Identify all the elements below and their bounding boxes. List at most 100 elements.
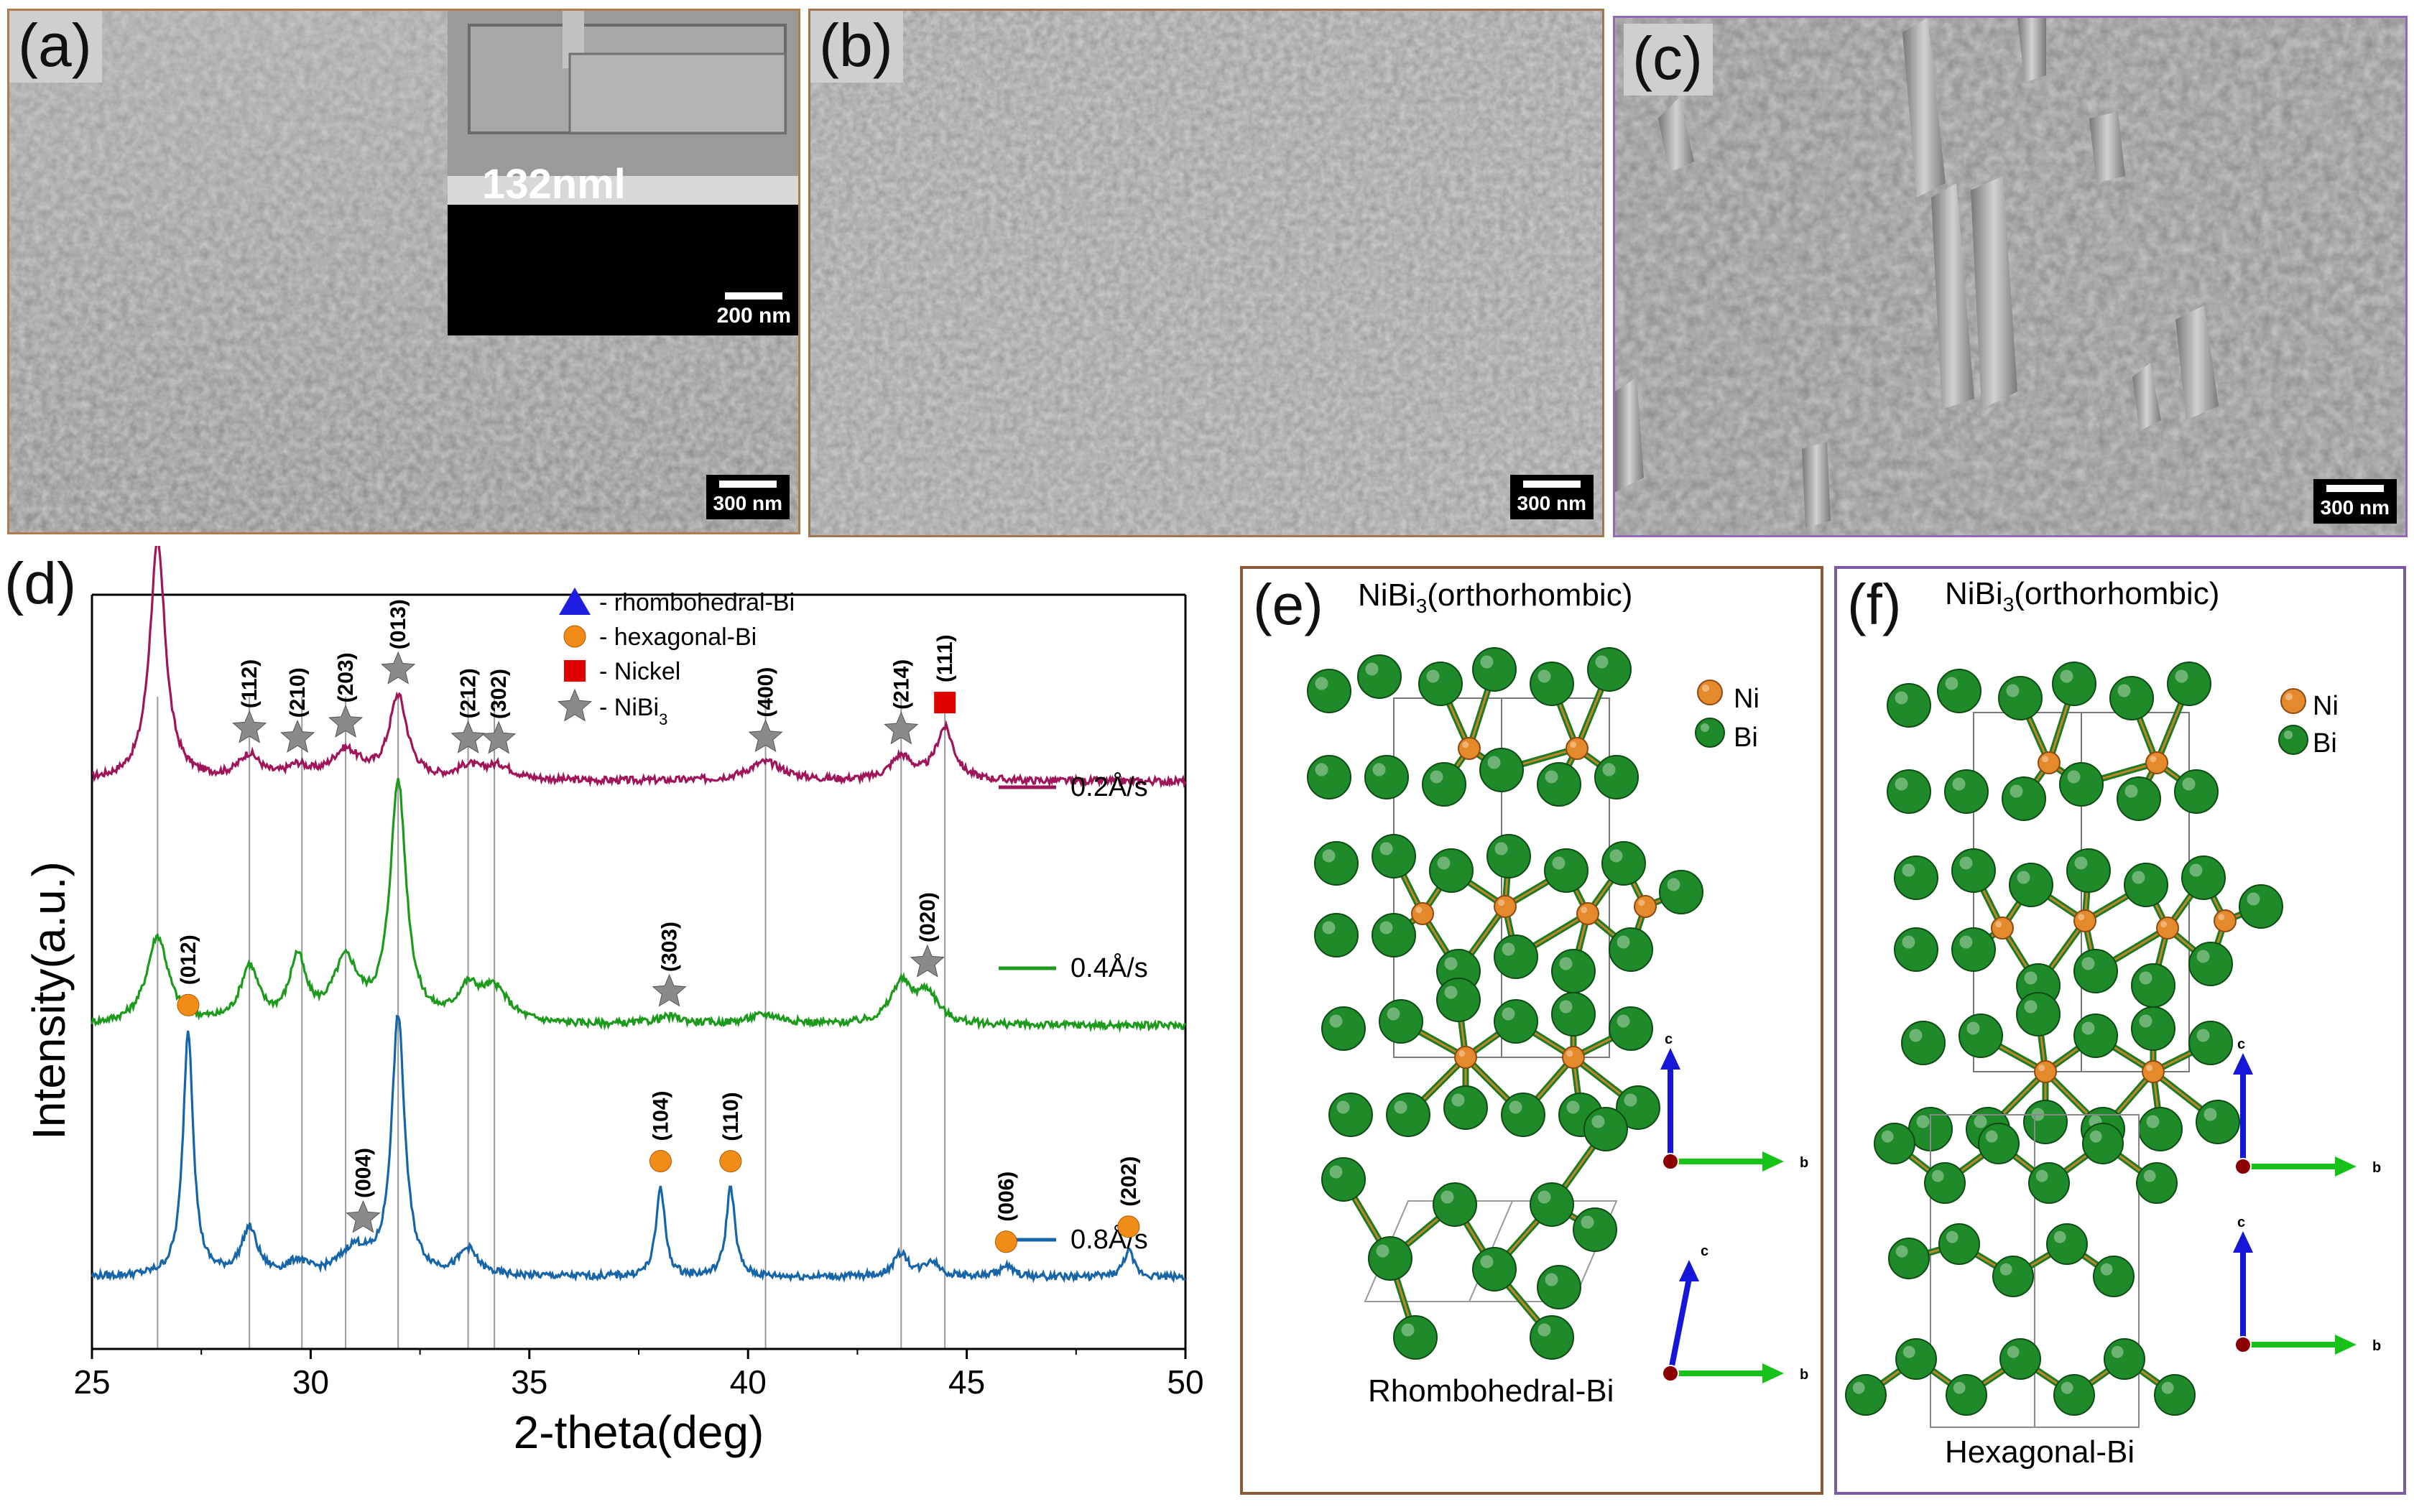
sem-image-c: (c) 300 nm [1613, 16, 2408, 537]
e-bi-atom-32-highlight [1394, 1100, 1407, 1114]
f-hex-bi-2-5 [2104, 1338, 2145, 1380]
e-bi-atom-1-highlight [1365, 662, 1379, 676]
e-ni-atom-1 [1566, 737, 1588, 760]
e-ni-atom-1-highlight [1570, 741, 1577, 748]
peak-label-11: (020) [916, 892, 940, 942]
legend-bi-e: Bi [1734, 723, 1758, 753]
peak-marker-8 [884, 711, 919, 745]
e-bi-atom-36 [1616, 1085, 1660, 1130]
e-axes-top-a-dot [1662, 1153, 1679, 1170]
e-bi-atom-25-highlight [1329, 1014, 1343, 1028]
f-hex-bi-2-5-highlight [2111, 1345, 2124, 1358]
e-bi-atom-33-highlight [1451, 1093, 1465, 1107]
f-bi-atom-20-highlight [2024, 971, 2038, 985]
peak-marker-17 [1117, 1215, 1140, 1238]
peak-marker-1 [232, 710, 267, 743]
scale-bar-b: 300 nm [1509, 475, 1594, 519]
e-bi-atom-18-highlight [1322, 921, 1336, 934]
f-bi-atom-12-highlight [1902, 863, 1915, 877]
f-bi-atom-2-highlight [2006, 684, 2020, 697]
f-bi-atom-23 [2188, 942, 2233, 986]
e-bi-atom-9 [1479, 748, 1524, 792]
e-bi-atom-19 [1372, 913, 1416, 957]
peak-label-14: (104) [649, 1091, 672, 1141]
e-bi-atom-35-highlight [1566, 1100, 1580, 1114]
e-bi-atom-2 [1418, 662, 1463, 706]
f-legend-bi-atom-highlight [2284, 731, 2293, 739]
e-bi-atom-33 [1443, 1085, 1488, 1130]
e-ni-atom-6-highlight [1458, 1050, 1466, 1057]
f-hex-bi-2-6-highlight [2161, 1381, 2174, 1394]
peak-marker-14 [649, 1150, 672, 1173]
e-rhombo-bi-5 [1573, 1207, 1617, 1252]
e-rhombo-bi-9 [1530, 1315, 1574, 1360]
e-bi-atom-5 [1587, 647, 1632, 692]
f-bi-atom-18-highlight [1902, 935, 1915, 949]
f-axes-bottom-b-head [2335, 1335, 2357, 1355]
legend-label-1: - hexagonal-Bi [599, 623, 757, 651]
e-bi-atom-13-highlight [1379, 842, 1393, 855]
f-bi-atom-7-highlight [1952, 777, 1966, 791]
e-rhombo-bi-3 [1472, 1247, 1517, 1291]
title-e-sub: 3 [1415, 594, 1428, 617]
inset-scale-bar: 200 nm [717, 292, 791, 328]
f-bi-atom-28-highlight [2081, 1021, 2095, 1035]
f-bi-atom-8-highlight [2010, 784, 2023, 798]
f-hex-bi-1-2-highlight [1999, 1263, 2012, 1276]
e-bi-atom-23-highlight [1617, 935, 1630, 949]
peak-label-5: (212) [457, 668, 481, 718]
f-hex-bi-1-1 [1938, 1223, 1980, 1265]
e-bi-atom-0-highlight [1315, 677, 1328, 690]
f-bi-atom-36 [2196, 1100, 2240, 1144]
f-ni-atom-3 [2073, 909, 2096, 932]
e-bi-atom-17-highlight [1609, 849, 1623, 863]
e-axes-top-b-head [1762, 1151, 1784, 1172]
peak-label-16: (006) [994, 1172, 1018, 1222]
f-bi-atom-6-highlight [1895, 777, 1908, 791]
e-bi-atom-24 [1659, 870, 1703, 914]
e-bi-atom-11 [1594, 755, 1639, 799]
f-bi-atom-35-highlight [2146, 1115, 2160, 1128]
e-legend-bi-atom [1695, 718, 1725, 748]
e-bi-atom-20-highlight [1444, 957, 1458, 970]
peak-label-3: (203) [334, 652, 358, 702]
e-bi-atom-27 [1436, 978, 1481, 1022]
peak-marker-3 [328, 705, 364, 738]
e-rhombo-bi-0-highlight [1329, 1165, 1343, 1179]
e-bi-atom-26-highlight [1387, 1007, 1400, 1021]
panel-label-b: (b) [810, 11, 903, 83]
f-axes-bottom-a-dot [2234, 1336, 2252, 1353]
e-rhombo-bi-0 [1321, 1157, 1366, 1202]
e-bi-atom-30-highlight [1617, 1014, 1630, 1028]
f-legend-ni-atom-highlight [2285, 692, 2293, 701]
f-bi-atom-5 [2167, 662, 2211, 706]
legend-ni-e: Ni [1734, 684, 1759, 714]
legend-marker-1 [563, 625, 586, 648]
f-hex-bi-0-1-highlight [1931, 1169, 1944, 1182]
e-bi-atom-16 [1544, 848, 1588, 893]
f-hex-bi-0-5-highlight [2143, 1169, 2156, 1182]
f-hex-bi-2-2-highlight [1953, 1381, 1966, 1394]
e-bi-atom-0 [1307, 669, 1351, 713]
e-bi-atom-8-highlight [1430, 770, 1443, 784]
peak-marker-15 [719, 1150, 742, 1173]
e-axes-bottom-c-arrow [1668, 1278, 1692, 1374]
legend-label-2: - Nickel [599, 658, 680, 685]
f-bi-atom-27-highlight [2024, 1000, 2038, 1014]
e-bi-atom-26 [1379, 999, 1423, 1044]
f-ni-atom-4-highlight [2160, 921, 2168, 928]
peak-label-6: (302) [487, 669, 511, 719]
f-ni-atom-5-highlight [2218, 914, 2225, 921]
peak-label-1: (112) [238, 659, 262, 708]
series-line-1 [91, 778, 1187, 1034]
peak-label-12: (012) [177, 934, 200, 985]
e-bi-atom-21-highlight [1502, 942, 1515, 956]
e-bi-atom-3 [1472, 647, 1517, 692]
e-bi-atom-15-highlight [1494, 842, 1508, 855]
f-bi-atom-22-highlight [2139, 971, 2152, 985]
e-ni-atom-3-highlight [1498, 899, 1505, 906]
e-bi-atom-31-highlight [1336, 1100, 1350, 1114]
e-legend-ni-atom [1697, 680, 1723, 705]
